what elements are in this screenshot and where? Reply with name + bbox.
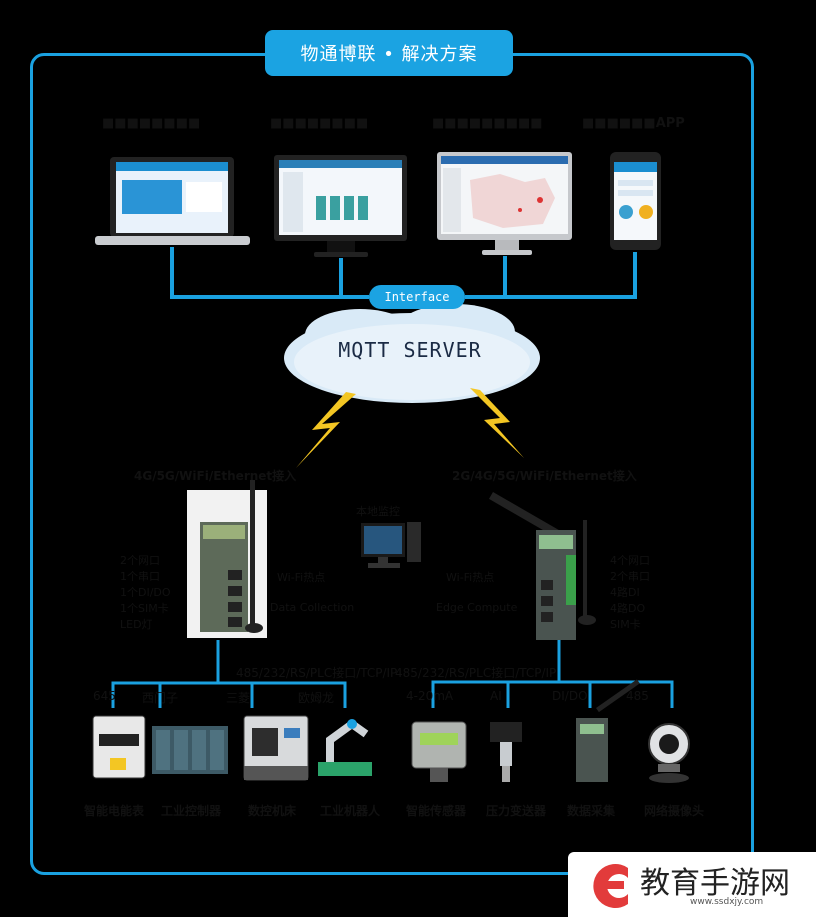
right-spec-5: SIM卡	[610, 618, 641, 631]
local-pc-icon	[361, 522, 421, 568]
diagram-title: 物通博联 • 解决方案	[265, 30, 513, 76]
right-gateway-icon	[489, 491, 596, 640]
top-connector-lines	[170, 247, 637, 299]
platform-label-2: ■■■■■■■■	[270, 116, 369, 131]
cnc-machine-icon	[243, 715, 309, 781]
left-endpoint-2: 西门子	[142, 691, 179, 705]
bottom-bus-lines	[111, 640, 674, 708]
data-acquisition-icon	[576, 679, 640, 782]
left-spec-2: 1个串口	[120, 570, 160, 583]
monitor-scada-icon	[274, 155, 407, 257]
right-spec-3: 4路DI	[610, 586, 640, 599]
watermark-url: www.ssdxjy.com	[690, 897, 764, 907]
lightning-left-icon	[296, 392, 356, 468]
left-wifi-label: Wi-Fi热点	[277, 571, 326, 584]
watermark-text: 教育手游网	[640, 866, 790, 901]
cloud-icon	[284, 304, 540, 403]
left-spec-1: 2个网口	[120, 554, 160, 567]
smart-sensor-icon	[411, 721, 467, 782]
right-spec-4: 4路DO	[610, 602, 646, 615]
right-bus-label: 485/232/RS/PLC接口/TCP/IP	[395, 666, 557, 680]
device-label-3: 数控机床	[248, 804, 297, 818]
platform-label-1: ■■■■■■■■	[102, 116, 201, 131]
industrial-robot-icon	[318, 719, 372, 776]
pressure-transmitter-icon	[490, 722, 522, 782]
laptop-icon	[95, 157, 250, 245]
right-gateway-network-label: 2G/4G/5G/WiFi/Ethernet接入	[452, 469, 637, 483]
left-spec-5: LED灯	[120, 618, 153, 631]
right-endpoint-2: AI	[490, 689, 502, 703]
device-label-8: 网络摄像头	[644, 804, 705, 818]
monitor-map-icon	[437, 152, 572, 255]
energy-meter-icon	[92, 715, 146, 779]
edge-compute-label: Edge Compute	[436, 601, 518, 614]
left-endpoint-1: 645	[93, 689, 116, 703]
phone-icon	[610, 152, 661, 250]
local-pc-label: 本地监控	[356, 505, 400, 518]
right-endpoint-4: 485	[626, 689, 649, 703]
left-bus-label: 485/232/RS/PLC接口/TCP/IP	[236, 666, 398, 680]
right-spec-2: 2个串口	[610, 570, 650, 583]
platform-label-4: ■■■■■■APP	[582, 116, 685, 131]
plc-controller-icon	[152, 726, 228, 774]
device-label-1: 智能电能表	[84, 804, 145, 818]
cloud-label: MQTT SERVER	[338, 338, 482, 362]
left-spec-3: 1个DI/DO	[120, 586, 171, 599]
device-label-7: 数据采集	[567, 804, 616, 818]
platform-label-3: ■■■■■■■■■	[432, 116, 543, 131]
right-endpoint-3: DI/DO	[552, 689, 588, 703]
left-endpoint-3: 三菱	[226, 691, 251, 705]
right-wifi-label: Wi-Fi热点	[446, 571, 495, 584]
left-endpoint-4: 欧姆龙	[298, 691, 335, 705]
webcam-icon	[648, 723, 690, 783]
left-spec-4: 1个SIM卡	[120, 602, 169, 615]
left-gateway-network-label: 4G/5G/WiFi/Ethernet接入	[134, 469, 297, 483]
device-label-4: 工业机器人	[320, 804, 381, 818]
lightning-right-icon	[470, 388, 524, 458]
device-label-6: 压力变送器	[486, 804, 547, 818]
interface-badge: Interface	[369, 285, 465, 309]
device-label-2: 工业控制器	[161, 804, 222, 818]
left-gateway-icon	[187, 480, 267, 638]
right-spec-1: 4个网口	[610, 554, 650, 567]
right-endpoint-1: 4-20mA	[406, 689, 454, 703]
data-collection-label: Data Collection	[270, 601, 355, 614]
device-label-5: 智能传感器	[406, 804, 467, 818]
